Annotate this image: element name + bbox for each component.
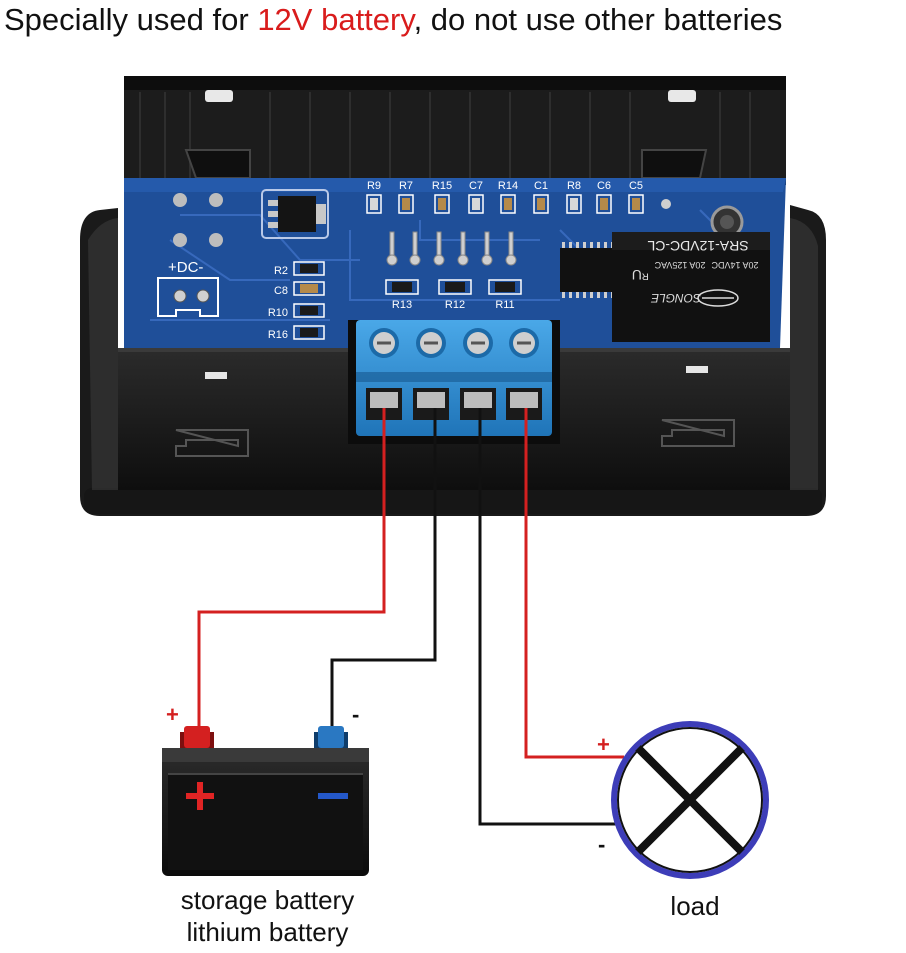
clip-right — [668, 90, 696, 102]
smd-pad-c6 — [596, 194, 612, 214]
via — [661, 199, 671, 209]
battery-plus-label: + — [166, 702, 179, 727]
smd-pad-r13 — [385, 279, 419, 295]
smd-pad-c5 — [628, 194, 644, 214]
pcb-label-r10: R10 — [268, 307, 288, 319]
smd-part-r11 — [495, 282, 515, 292]
relay: SRA-12VDC-CL 20A 14VDC 20A 125VAC ᴿU SON… — [612, 232, 770, 342]
pcb-label-r13: R13 — [392, 299, 412, 311]
wire-battery-negative — [330, 408, 437, 736]
smd-part-r16 — [300, 328, 318, 337]
headline: Specially used for 12V battery, do not u… — [4, 0, 782, 40]
terminal-openings — [366, 388, 542, 420]
clip-left — [205, 90, 233, 102]
relay-brand: SONGLE — [650, 291, 701, 305]
battery-caption-line1: storage battery — [180, 885, 355, 915]
smd-part-c1 — [537, 198, 545, 210]
wire-battery-positive — [197, 408, 386, 736]
smd-pad-r12 — [438, 279, 472, 295]
relay-rating-2: 20A 125VAC — [654, 260, 705, 270]
smd-pad-c1 — [533, 194, 549, 214]
pcb-label-r15: R15 — [432, 180, 452, 192]
smd-part-c8 — [300, 284, 318, 293]
pcb-label-r16: R16 — [268, 329, 288, 341]
pcb-label-c6: C6 — [597, 180, 611, 192]
smd-part-r10 — [300, 306, 318, 315]
pcb-label-r8: R8 — [567, 180, 581, 192]
smd-pad-r8 — [566, 194, 582, 214]
pcb-label-r12: R12 — [445, 299, 465, 311]
terminal-block — [348, 320, 560, 444]
top-components: R9 R7 R15 C7 R14 C1 R8 C6 C5 — [366, 180, 671, 214]
battery-minus-symbol — [318, 793, 348, 799]
pcb-label-r11: R11 — [495, 299, 514, 311]
terminal-screws — [369, 328, 539, 358]
headline-highlight: 12V battery — [257, 2, 414, 37]
smd-part-r12 — [445, 282, 465, 292]
smd-pad-r2 — [293, 261, 325, 276]
smd-part-r15 — [438, 198, 446, 210]
smd-part-c6 — [600, 198, 608, 210]
relay-logo-icon — [697, 289, 739, 307]
smd-part-r9 — [370, 198, 378, 210]
smd-part-r14 — [504, 198, 512, 210]
battery-caption: storage battery lithium battery — [150, 884, 385, 948]
pcb-label-c8: C8 — [274, 285, 288, 297]
smd-part-c7 — [472, 198, 480, 210]
smd-part-r8 — [570, 198, 578, 210]
wires — [197, 408, 624, 826]
load-minus-label: - — [598, 832, 605, 857]
smd-pad-c7 — [468, 194, 484, 214]
smd-pad-r16 — [293, 325, 325, 340]
smd-pad-r11 — [488, 279, 522, 295]
battery — [162, 726, 369, 876]
headline-prefix: Specially used for — [4, 2, 258, 37]
smd-pad-r15 — [434, 194, 450, 214]
bottom-components: R13 R12 R11 — [385, 279, 522, 311]
load-caption: load — [670, 891, 720, 921]
battery-plus-symbol-v — [197, 782, 203, 810]
load-lamp-icon — [611, 721, 769, 879]
ic-chip — [560, 242, 616, 298]
relay-model: SRA-12VDC-CL — [647, 238, 748, 254]
pcb-label-r9: R9 — [367, 180, 381, 192]
battery-minus-label: - — [352, 702, 359, 727]
load-plus-label: + — [597, 732, 610, 757]
pcb-label-c7: C7 — [469, 180, 483, 192]
battery-caption-line2: lithium battery — [186, 917, 349, 947]
pcb-label-r14: R14 — [498, 180, 518, 192]
pcb-label-c5: C5 — [629, 180, 643, 192]
pcb-label-c1: C1 — [534, 180, 548, 192]
relay-ul-mark: ᴿU — [632, 267, 648, 283]
smd-pad-r14 — [500, 194, 516, 214]
dc-label: +DC- — [168, 259, 203, 276]
smd-pad-r10 — [293, 303, 325, 318]
module-bottom-lip — [84, 488, 822, 514]
smd-pad-r7 — [398, 194, 414, 214]
wire-load-negative — [478, 408, 618, 826]
pcb-label-r2: R2 — [274, 265, 288, 277]
headline-suffix: , do not use other batteries — [413, 2, 783, 37]
pcb-label-r7: R7 — [399, 180, 413, 192]
smd-part-c5 — [632, 198, 640, 210]
smd-part-r13 — [392, 282, 412, 292]
smd-part-r7 — [402, 198, 410, 210]
relay-rating-1: 20A 14VDC — [711, 260, 759, 270]
wire-load-positive — [524, 408, 624, 759]
smd-part-r2 — [300, 264, 318, 273]
smd-pad-r9 — [366, 194, 382, 214]
header-pins — [386, 231, 517, 266]
smd-pad-c8 — [293, 281, 325, 296]
